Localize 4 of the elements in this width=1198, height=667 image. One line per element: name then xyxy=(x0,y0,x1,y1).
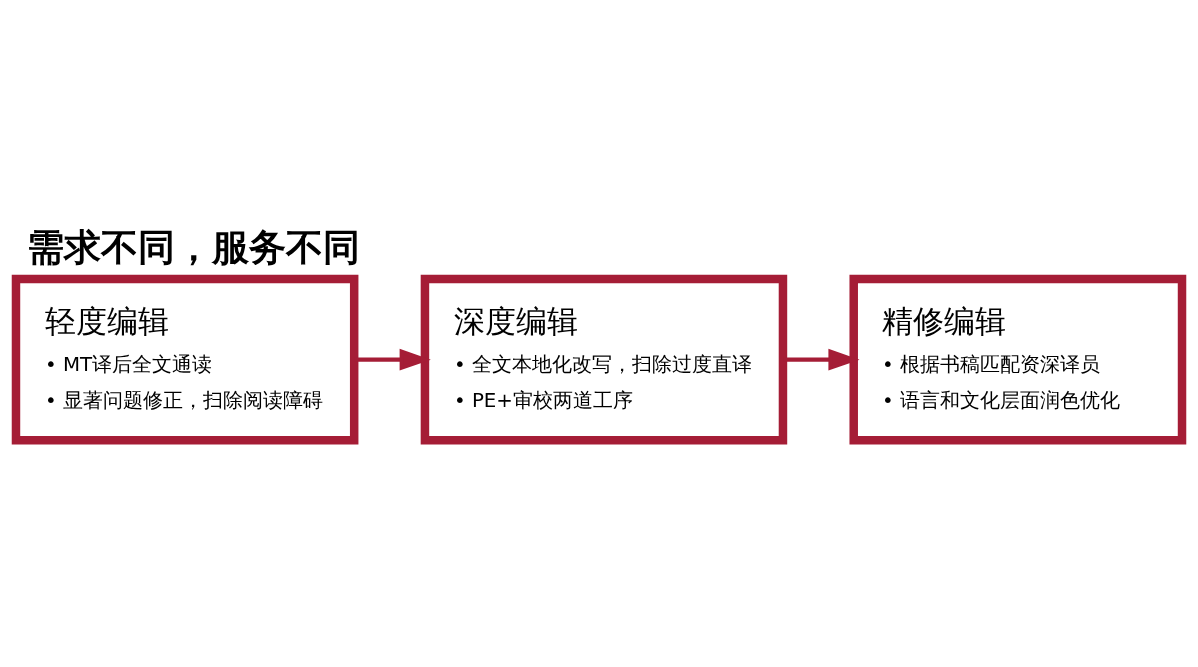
node-box: 轻度编辑 • MT译后全文通读 • 显著问题修正，扫除阅读障碍 xyxy=(11,274,359,445)
node-box: 深度编辑 • 全文本地化改写，扫除过度直译 • PE+审校两道工序 xyxy=(420,274,788,445)
node-box: 精修编辑 • 根据书稿匹配资深译员 • 语言和文化层面润色优化 xyxy=(849,274,1187,445)
diagram-title: 需求不同，服务不同 xyxy=(27,226,361,270)
